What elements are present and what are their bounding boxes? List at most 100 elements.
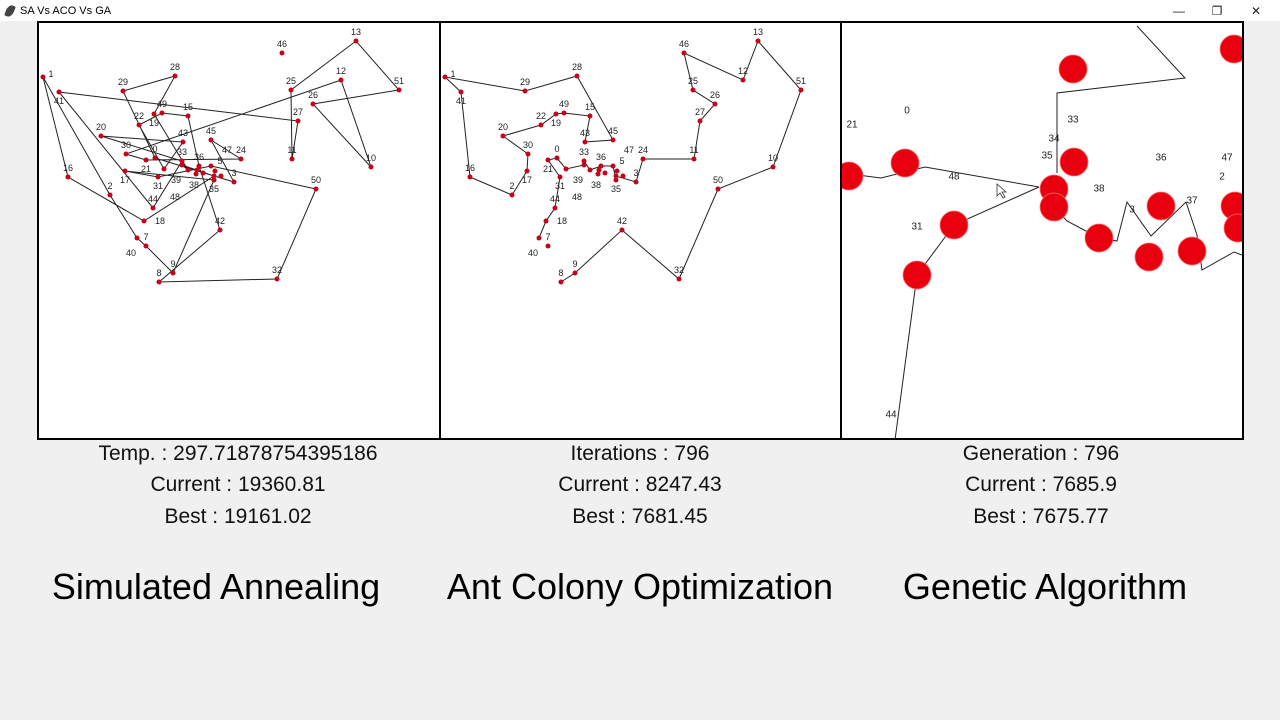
city-label: 37 [1186, 196, 1198, 207]
city-label: 29 [118, 77, 128, 87]
sa-best: Best : 19161.02 [164, 505, 312, 528]
city-label: 45 [608, 126, 618, 136]
city-point [212, 168, 218, 174]
city-point [136, 122, 142, 128]
city-point [208, 137, 214, 143]
city-label: 33 [579, 147, 589, 157]
city-point [595, 171, 601, 177]
city-label: 30 [121, 140, 131, 150]
city-label: 46 [277, 39, 287, 49]
city-point [755, 38, 761, 44]
city-label: 35 [611, 184, 621, 194]
city-point [107, 192, 113, 198]
city-label: 28 [170, 62, 180, 72]
city-point [712, 101, 718, 107]
city-label: 2 [509, 181, 514, 191]
city-label: 28 [572, 62, 582, 72]
city-point [458, 89, 464, 95]
city-label: 31 [911, 222, 923, 233]
city-point [396, 87, 402, 93]
city-point [196, 163, 202, 169]
city-point [122, 168, 128, 174]
city-label: 49 [157, 99, 167, 109]
city-label: 33 [177, 147, 187, 157]
city-point [614, 168, 620, 174]
city-point [582, 139, 588, 145]
city-point [123, 151, 129, 157]
city-label: 40 [126, 248, 136, 258]
city-point [558, 279, 564, 285]
city-label: 51 [796, 76, 806, 86]
city-label: 10 [768, 153, 778, 163]
city-point [150, 205, 156, 211]
city-point [295, 118, 301, 124]
city-point [98, 133, 104, 139]
city-point [218, 173, 224, 179]
city-label: 35 [209, 184, 219, 194]
city-label: 22 [134, 111, 144, 121]
city-label: 11 [689, 145, 698, 155]
city-point [1146, 191, 1176, 221]
city-point [770, 164, 776, 170]
city-point [715, 186, 721, 192]
city-label: 36 [194, 152, 204, 162]
aco-current: Current : 8247.43 [558, 473, 722, 496]
city-label: 39 [171, 175, 181, 185]
city-point [690, 87, 696, 93]
city-point [572, 270, 578, 276]
city-label: 21 [543, 164, 553, 174]
city-label: 19 [551, 118, 561, 128]
city-point [141, 218, 147, 224]
tour-path [42, 40, 400, 283]
city-point [500, 133, 506, 139]
city-label: 38 [1093, 184, 1105, 195]
city-label: 30 [523, 140, 533, 150]
city-label: 51 [394, 76, 404, 86]
city-label: 1 [450, 69, 455, 79]
city-point [545, 243, 551, 249]
city-label: 49 [559, 99, 569, 109]
city-label: 40 [528, 248, 538, 258]
restore-button[interactable]: ❐ [1211, 3, 1223, 18]
sa-heading: Simulated Annealing [51, 566, 381, 607]
close-button[interactable]: ✕ [1250, 3, 1262, 18]
city-label: 50 [311, 175, 321, 185]
city-point [890, 148, 920, 178]
city-label: 31 [153, 181, 163, 191]
city-label: 13 [753, 27, 763, 37]
city-label: 8 [156, 268, 161, 278]
city-point [179, 158, 185, 164]
city-point [179, 162, 185, 168]
city-point [681, 50, 687, 56]
city-point [65, 174, 71, 180]
city-label: 1 [48, 69, 53, 79]
city-point [543, 218, 549, 224]
city-point [442, 74, 448, 80]
city-point [1134, 242, 1164, 272]
city-point [1219, 34, 1242, 64]
city-point [185, 113, 191, 119]
city-label: 21 [141, 164, 151, 174]
ga-generation: Generation : 796 [962, 442, 1120, 465]
city-point [238, 156, 244, 162]
city-label: 16 [465, 163, 475, 173]
city-label: 47 [222, 145, 232, 155]
city-point [467, 174, 473, 180]
city-point [161, 166, 167, 172]
city-point [939, 210, 969, 240]
city-label: 20 [96, 122, 106, 132]
city-point [1084, 223, 1114, 253]
city-label: 25 [688, 76, 698, 86]
city-point [1058, 54, 1088, 84]
tour-path [842, 166, 1040, 188]
city-label: 25 [286, 76, 296, 86]
tour-path [894, 186, 1040, 438]
city-label: 24 [236, 145, 246, 155]
minimize-button[interactable]: — [1173, 3, 1185, 18]
city-point [598, 163, 604, 169]
city-point [552, 205, 558, 211]
city-point [193, 171, 199, 177]
city-label: 3 [231, 168, 236, 178]
city-label: 0 [152, 144, 157, 154]
city-label: 43 [178, 128, 188, 138]
